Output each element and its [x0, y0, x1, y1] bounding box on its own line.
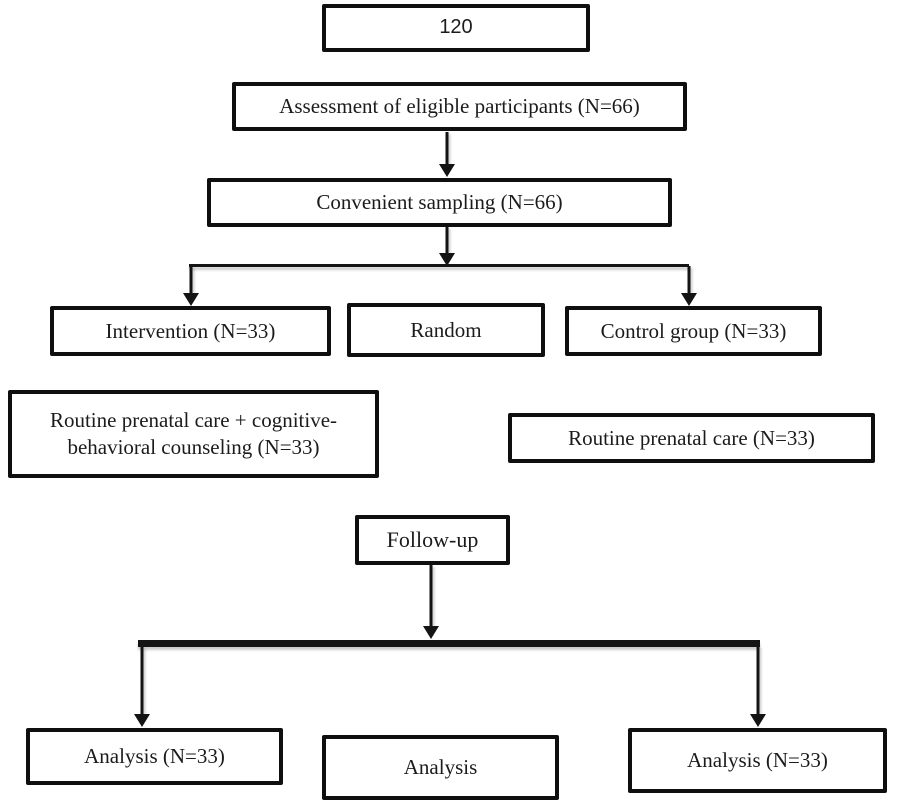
node-followup: Follow-up: [355, 515, 510, 565]
arrow-branch-to-control: [680, 266, 697, 306]
node-analysis: Analysis: [322, 735, 559, 800]
node-sampling: Convenient sampling (N=66): [207, 178, 672, 227]
node-analysis-intervention: Analysis (N=33): [26, 728, 283, 785]
node-routine-care-plus-counseling: Routine prenatal care + cognitive-behavi…: [8, 390, 379, 478]
arrow-branch-to-intervention: [182, 266, 199, 306]
arrow-bar-to-analysis-right: [749, 646, 766, 727]
arrow-bar-to-analysis-left: [133, 646, 150, 727]
arrow-followup-to-bar: [422, 565, 439, 639]
arrow-assessment-to-sampling: [438, 132, 455, 177]
distribution-bar: [138, 640, 760, 647]
node-assessment: Assessment of eligible participants (N=6…: [232, 82, 687, 131]
node-analysis-control: Analysis (N=33): [628, 728, 887, 793]
branch-line: [189, 264, 689, 267]
node-enrolled: 120: [322, 4, 590, 52]
node-intervention-group: Intervention (N=33): [50, 306, 331, 356]
node-random: Random: [347, 303, 545, 357]
node-control-group: Control group (N=33): [565, 306, 822, 356]
arrow-sampling-to-branch: [438, 227, 455, 266]
node-routine-care: Routine prenatal care (N=33): [508, 413, 875, 463]
